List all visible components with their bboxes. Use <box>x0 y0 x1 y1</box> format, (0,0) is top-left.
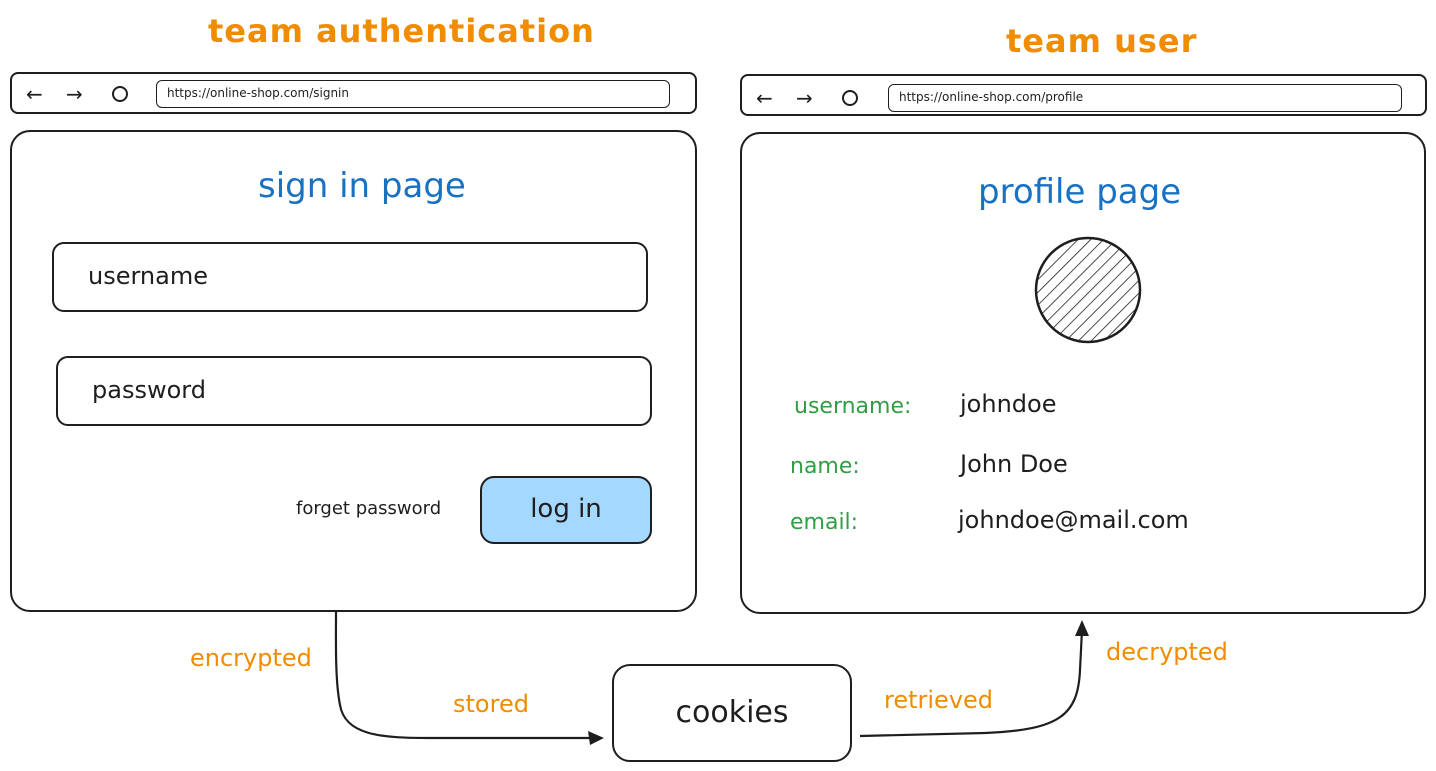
signin-browser-bar: ← → https://online-shop.com/signin <box>10 72 697 114</box>
signin-page-title: sign in page <box>258 166 466 206</box>
login-button[interactable]: log in <box>480 476 652 544</box>
profile-page-title: profile page <box>978 172 1182 212</box>
back-arrow-icon[interactable]: ← <box>756 86 773 110</box>
username-value: johndoe <box>960 390 1057 418</box>
signin-url-field[interactable]: https://online-shop.com/signin <box>156 80 670 108</box>
decrypted-label: decrypted <box>1106 638 1228 666</box>
signin-page-box: sign in page username password forget pa… <box>10 130 697 612</box>
avatar-icon <box>1034 236 1142 344</box>
cookies-box: cookies <box>612 664 852 762</box>
profile-page-box: profile page username: johndoe name: Joh… <box>740 132 1426 614</box>
forgot-password-link[interactable]: forget password <box>296 498 442 519</box>
forward-arrow-icon[interactable]: → <box>66 82 83 106</box>
name-label: name: <box>790 454 860 479</box>
team-authentication-title: team authentication <box>208 12 595 50</box>
email-label: email: <box>790 510 859 535</box>
reload-icon[interactable] <box>842 90 858 106</box>
retrieve-arrow <box>859 629 1084 738</box>
team-user-title: team user <box>1006 22 1198 60</box>
store-arrowhead <box>588 731 604 745</box>
retrieve-arrowhead <box>1075 620 1089 636</box>
encrypted-label: encrypted <box>190 644 312 672</box>
email-value: johndoe@mail.com <box>958 506 1189 534</box>
retrieved-label: retrieved <box>884 686 994 714</box>
reload-icon[interactable] <box>112 86 128 102</box>
username-input[interactable]: username <box>52 242 648 312</box>
profile-browser-bar: ← → https://online-shop.com/profile <box>740 74 1427 116</box>
profile-url-field[interactable]: https://online-shop.com/profile <box>888 84 1402 112</box>
name-value: John Doe <box>960 450 1068 478</box>
store-arrow <box>334 611 595 740</box>
stored-label: stored <box>453 690 529 718</box>
back-arrow-icon[interactable]: ← <box>26 82 43 106</box>
password-input[interactable]: password <box>56 356 652 426</box>
forward-arrow-icon[interactable]: → <box>796 86 813 110</box>
username-label: username: <box>794 394 912 419</box>
